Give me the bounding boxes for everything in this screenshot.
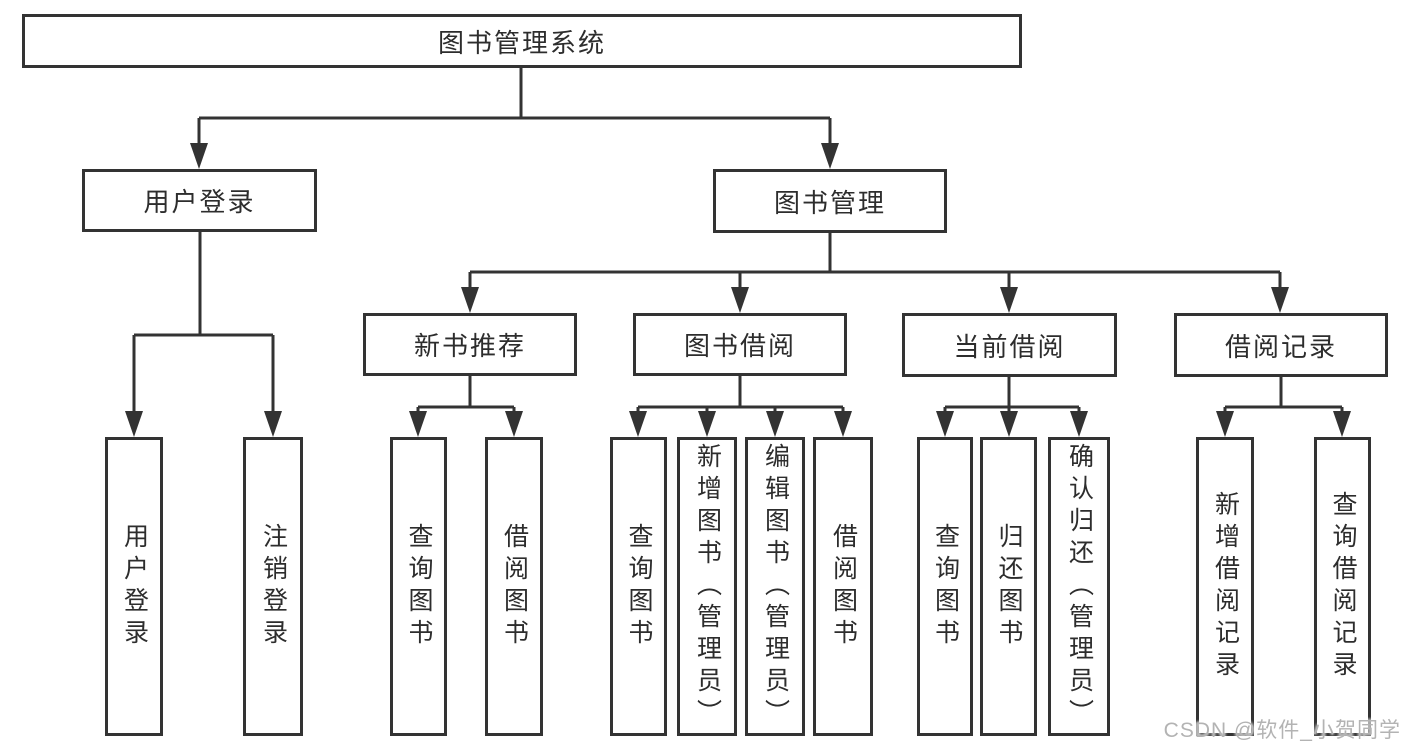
leaf-user-login-label: 用户登录 (120, 522, 149, 651)
leaf-add-borrow-record-label: 新增借阅记录 (1211, 490, 1240, 683)
leaf-add-books-admin-label: 新增图书（管理员） (693, 442, 722, 731)
leaf-edit-books-admin: 编辑图书（管理员） (745, 437, 805, 736)
leaf-confirm-return-admin-label: 确认归还（管理员） (1065, 442, 1094, 731)
leaf-borrow-books-recommend-label: 借阅图书 (500, 522, 529, 651)
leaf-query-books-recommend-label: 查询图书 (405, 522, 433, 651)
node-current-borrow-label: 当前借阅 (953, 331, 1066, 362)
leaf-add-books-admin: 新增图书（管理员） (677, 437, 737, 736)
node-user-login-label: 用户登录 (143, 187, 256, 217)
node-root-system-label: 图书管理系统 (437, 27, 606, 58)
leaf-query-books-borrow-label: 查询图书 (625, 522, 653, 651)
leaf-confirm-return-admin: 确认归还（管理员） (1048, 437, 1110, 736)
node-borrow-records-label: 借阅记录 (1224, 331, 1337, 362)
node-book-management: 图书管理 (713, 169, 947, 233)
node-root-system: 图书管理系统 (22, 14, 1022, 68)
leaf-query-books-current: 查询图书 (917, 437, 973, 736)
leaf-borrow-books-recommend: 借阅图书 (485, 437, 543, 736)
leaf-query-books-recommend: 查询图书 (390, 437, 447, 736)
leaf-return-books-label: 归还图书 (995, 522, 1023, 651)
node-new-book-recommend-label: 新书推荐 (413, 331, 526, 361)
node-new-book-recommend: 新书推荐 (363, 313, 577, 376)
leaf-logout: 注销登录 (243, 437, 303, 736)
node-user-login: 用户登录 (82, 169, 317, 232)
leaf-add-borrow-record: 新增借阅记录 (1196, 437, 1254, 736)
leaf-query-borrow-record-label: 查询借阅记录 (1329, 490, 1357, 683)
node-book-borrow-label: 图书借阅 (683, 331, 796, 361)
csdn-watermark: CSDN @软件_小贺同学 (1163, 719, 1401, 742)
leaf-borrow-books-label: 借阅图书 (829, 522, 858, 651)
leaf-borrow-books: 借阅图书 (813, 437, 873, 736)
leaf-query-books-current-label: 查询图书 (931, 522, 960, 651)
node-book-borrow: 图书借阅 (633, 313, 847, 376)
leaf-query-books-borrow: 查询图书 (610, 437, 667, 736)
leaf-edit-books-admin-label: 编辑图书（管理员） (761, 442, 790, 731)
node-current-borrow: 当前借阅 (902, 313, 1117, 377)
leaf-user-login: 用户登录 (105, 437, 163, 736)
leaf-logout-label: 注销登录 (259, 522, 288, 651)
node-borrow-records: 借阅记录 (1174, 313, 1388, 377)
arrowheads (125, 143, 1351, 437)
leaf-return-books: 归还图书 (980, 437, 1037, 736)
node-book-management-label: 图书管理 (773, 187, 886, 218)
leaf-query-borrow-record: 查询借阅记录 (1314, 437, 1371, 736)
